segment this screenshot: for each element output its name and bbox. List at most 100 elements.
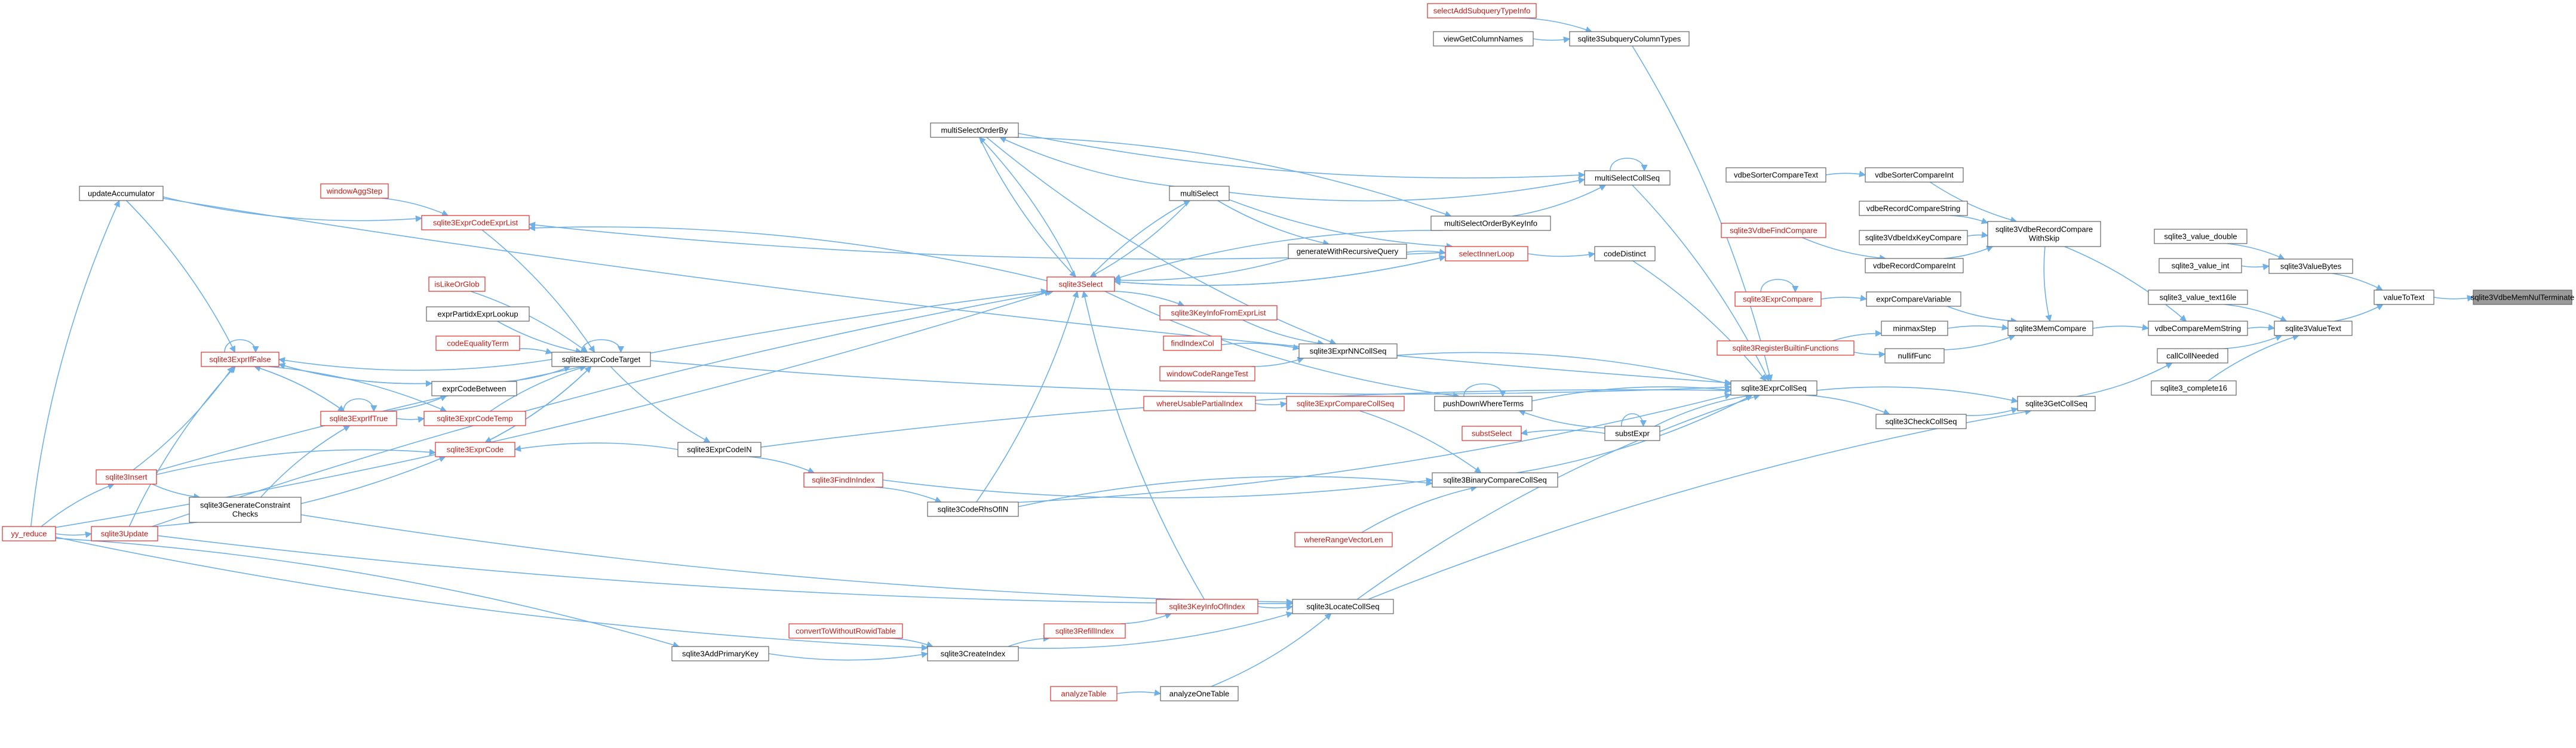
node-exprPartidxExprLookup[interactable]: exprPartidxExprLookup xyxy=(426,306,530,322)
node-multiSelectCollSeq[interactable]: multiSelectCollSeq xyxy=(1584,170,1671,186)
node-whereUsablePartialIndex[interactable]: whereUsablePartialIndex xyxy=(1143,396,1256,411)
node-sqlite3LocateCollSeq[interactable]: sqlite3LocateCollSeq xyxy=(1292,599,1394,614)
edge-sqlite3Select-to-sqlite3KeyInfoFromExprList xyxy=(1114,290,1185,307)
node-sqlite3ExprCollSeq[interactable]: sqlite3ExprCollSeq xyxy=(1730,380,1817,396)
node-sqlite3_value_int[interactable]: sqlite3_value_int xyxy=(2159,258,2242,273)
node-sqlite3MemCompare[interactable]: sqlite3MemCompare xyxy=(2007,321,2093,336)
node-sqlite3_complete16[interactable]: sqlite3_complete16 xyxy=(2151,380,2237,396)
node-sqlite3BinaryCompareCollSeq[interactable]: sqlite3BinaryCompareCollSeq xyxy=(1432,472,1558,488)
node-vdbeRecordCompareInt[interactable]: vdbeRecordCompareInt xyxy=(1865,258,1964,273)
node-box xyxy=(1427,3,1537,19)
node-findIndexCol[interactable]: findIndexCol xyxy=(1163,335,1222,351)
edge-whereUsablePartialIndex-to-sqlite3ExprCompareCollSeq xyxy=(1255,401,1288,408)
node-sqlite3KeyInfoFromExprList[interactable]: sqlite3KeyInfoFromExprList xyxy=(1159,305,1278,321)
edge-sqlite3VdbeFindCompare-to-vdbeRecordCompareInt xyxy=(1802,237,1887,261)
node-codeEqualityTerm[interactable]: codeEqualityTerm xyxy=(435,335,520,351)
node-isLikeOrGlob[interactable]: isLikeOrGlob xyxy=(428,276,486,292)
node-sqlite3Select[interactable]: sqlite3Select xyxy=(1046,276,1115,292)
node-sqlite3ExprCode[interactable]: sqlite3ExprCode xyxy=(435,442,515,457)
edge-sqlite3VdbeIdxKeyCompare-to-sqlite3VdbeRecordCompareWithSkip xyxy=(1967,231,1989,238)
node-vdbeSorterCompareText[interactable]: vdbeSorterCompareText xyxy=(1725,167,1826,183)
node-sqlite3ValueText[interactable]: sqlite3ValueText xyxy=(2274,321,2353,336)
node-sqlite3RefillIndex[interactable]: sqlite3RefillIndex xyxy=(1043,623,1126,639)
node-analyzeOneTable[interactable]: analyzeOneTable xyxy=(1160,686,1239,701)
node-sqlite3VdbeIdxKeyCompare[interactable]: sqlite3VdbeIdxKeyCompare xyxy=(1859,230,1968,245)
node-sqlite3AddPrimaryKey[interactable]: sqlite3AddPrimaryKey xyxy=(671,646,769,661)
node-sqlite3Update[interactable]: sqlite3Update xyxy=(91,526,158,541)
node-sqlite3ExprIfFalse[interactable]: sqlite3ExprIfFalse xyxy=(201,352,280,367)
node-analyzeTable[interactable]: analyzeTable xyxy=(1050,686,1117,701)
edge-sqlite3ValueBytes-to-valueToText xyxy=(2332,273,2383,291)
node-sqlite3ExprCodeExprList[interactable]: sqlite3ExprCodeExprList xyxy=(421,215,530,230)
node-label: sqlite3ExprIfTrue xyxy=(330,414,388,423)
node-sqlite3RegisterBuiltinFunctions[interactable]: sqlite3RegisterBuiltinFunctions xyxy=(1717,340,1855,356)
node-multiSelect[interactable]: multiSelect xyxy=(1169,186,1230,201)
edge-exprPartidxExprLookup-to-sqlite3ExprCodeTarget xyxy=(497,321,582,355)
node-sqlite3_value_text16le[interactable]: sqlite3_value_text16le xyxy=(2148,290,2248,305)
node-sqlite3CheckCollSeq[interactable]: sqlite3CheckCollSeq xyxy=(1875,414,1967,429)
node-box xyxy=(1292,599,1394,614)
node-sqlite3ExprCodeIN[interactable]: sqlite3ExprCodeIN xyxy=(677,442,762,457)
node-sqlite3ExprCompareCollSeq[interactable]: sqlite3ExprCompareCollSeq xyxy=(1286,396,1405,411)
node-sqlite3GetCollSeq[interactable]: sqlite3GetCollSeq xyxy=(2017,396,2096,411)
node-exprCodeBetween[interactable]: exprCodeBetween xyxy=(431,381,517,396)
node-whereRangeVectorLen[interactable]: whereRangeVectorLen xyxy=(1294,532,1393,547)
edge-yy_reduce-to-sqlite3Update xyxy=(55,531,93,538)
node-sqlite3VdbeMemNulTerminate[interactable]: sqlite3VdbeMemNulTerminate xyxy=(2471,290,2574,305)
edge-sqlite3_value_int-to-sqlite3ValueBytes xyxy=(2241,263,2270,270)
node-convertToWithoutRowidTable[interactable]: convertToWithoutRowidTable xyxy=(788,623,903,639)
node-minmaxStep[interactable]: minmaxStep xyxy=(1881,321,1948,336)
node-sqlite3CreateIndex[interactable]: sqlite3CreateIndex xyxy=(927,646,1019,661)
node-viewGetColumnNames[interactable]: viewGetColumnNames xyxy=(1433,31,1534,47)
node-vdbeCompareMemString[interactable]: vdbeCompareMemString xyxy=(2148,321,2248,336)
node-sqlite3_value_double[interactable]: sqlite3_value_double xyxy=(2154,229,2248,244)
node-valueToText[interactable]: valueToText xyxy=(2374,290,2434,305)
node-sqlite3SubqueryColumnTypes[interactable]: sqlite3SubqueryColumnTypes xyxy=(1569,31,1690,47)
node-codeDistinct[interactable]: codeDistinct xyxy=(1594,246,1656,261)
node-selectAddSubqueryTypeInfo[interactable]: selectAddSubqueryTypeInfo xyxy=(1427,3,1537,19)
node-yy_reduce[interactable]: yy_reduce xyxy=(2,526,56,541)
node-vdbeRecordCompareString[interactable]: vdbeRecordCompareString xyxy=(1859,201,1968,216)
node-exprCompareVariable[interactable]: exprCompareVariable xyxy=(1866,291,1961,307)
edge-sqlite3ExprCodeTarget-to-sqlite3ExprCodeIN xyxy=(610,366,711,443)
node-vdbeSorterCompareInt[interactable]: vdbeSorterCompareInt xyxy=(1865,167,1964,183)
node-box xyxy=(1859,201,1968,216)
node-label: sqlite3Insert xyxy=(105,472,147,481)
node-substExpr[interactable]: substExpr xyxy=(1604,426,1660,441)
node-sqlite3ExprCodeTemp[interactable]: sqlite3ExprCodeTemp xyxy=(423,411,526,426)
node-label: nullifFunc xyxy=(1898,351,1932,360)
node-selectInnerLoop[interactable]: selectInnerLoop xyxy=(1445,246,1528,261)
edge-multiSelectOrderBy-to-multiSelectCollSeq xyxy=(1018,133,1586,178)
node-multiSelectOrderBy[interactable]: multiSelectOrderBy xyxy=(930,122,1019,138)
node-box xyxy=(435,335,520,351)
node-sqlite3ExprNNCollSeq[interactable]: sqlite3ExprNNCollSeq xyxy=(1298,343,1398,359)
edge-valueToText-to-sqlite3VdbeMemNulTerminate xyxy=(2433,295,2474,302)
node-box xyxy=(428,276,486,292)
node-sqlite3FindInIndex[interactable]: sqlite3FindInIndex xyxy=(803,472,883,488)
node-substSelect[interactable]: substSelect xyxy=(1462,426,1522,441)
edge-sqlite3CodeRhsOfIN-to-sqlite3Select xyxy=(976,290,1079,503)
node-nullifFunc[interactable]: nullifFunc xyxy=(1884,348,1945,364)
node-sqlite3ExprCodeTarget[interactable]: sqlite3ExprCodeTarget xyxy=(551,352,651,367)
node-pushDownWhereTerms[interactable]: pushDownWhereTerms xyxy=(1434,396,1533,411)
node-sqlite3VdbeFindCompare[interactable]: sqlite3VdbeFindCompare xyxy=(1721,223,1826,238)
node-windowCodeRangeTest[interactable]: windowCodeRangeTest xyxy=(1159,366,1255,381)
node-sqlite3ExprIfTrue[interactable]: sqlite3ExprIfTrue xyxy=(320,411,397,426)
edge-multiSelectOrderByKeyInfo-to-multiSelectCollSeq xyxy=(1512,184,1607,217)
node-sqlite3CodeRhsOfIN[interactable]: sqlite3CodeRhsOfIN xyxy=(927,501,1019,517)
edge-exprCodeBetween-to-sqlite3ExprIfFalse xyxy=(278,362,432,384)
node-windowAggStep[interactable]: windowAggStep xyxy=(320,183,389,199)
node-multiSelectOrderByKeyInfo[interactable]: multiSelectOrderByKeyInfo xyxy=(1430,216,1551,231)
node-sqlite3ValueBytes[interactable]: sqlite3ValueBytes xyxy=(2268,258,2353,274)
node-sqlite3KeyInfoOfIndex[interactable]: sqlite3KeyInfoOfIndex xyxy=(1156,599,1258,614)
edge-vdbeSorterCompareText-to-vdbeSorterCompareInt xyxy=(1825,170,1866,177)
node-generateWithRecursiveQuery[interactable]: generateWithRecursiveQuery xyxy=(1288,244,1407,259)
node-updateAccumulator[interactable]: updateAccumulator xyxy=(79,186,164,201)
node-sqlite3ExprCompare[interactable]: sqlite3ExprCompare xyxy=(1734,291,1822,307)
node-box xyxy=(1584,170,1671,186)
node-sqlite3Insert[interactable]: sqlite3Insert xyxy=(96,469,157,485)
node-box xyxy=(927,501,1019,517)
node-callCollNeeded[interactable]: callCollNeeded xyxy=(2157,348,2228,364)
